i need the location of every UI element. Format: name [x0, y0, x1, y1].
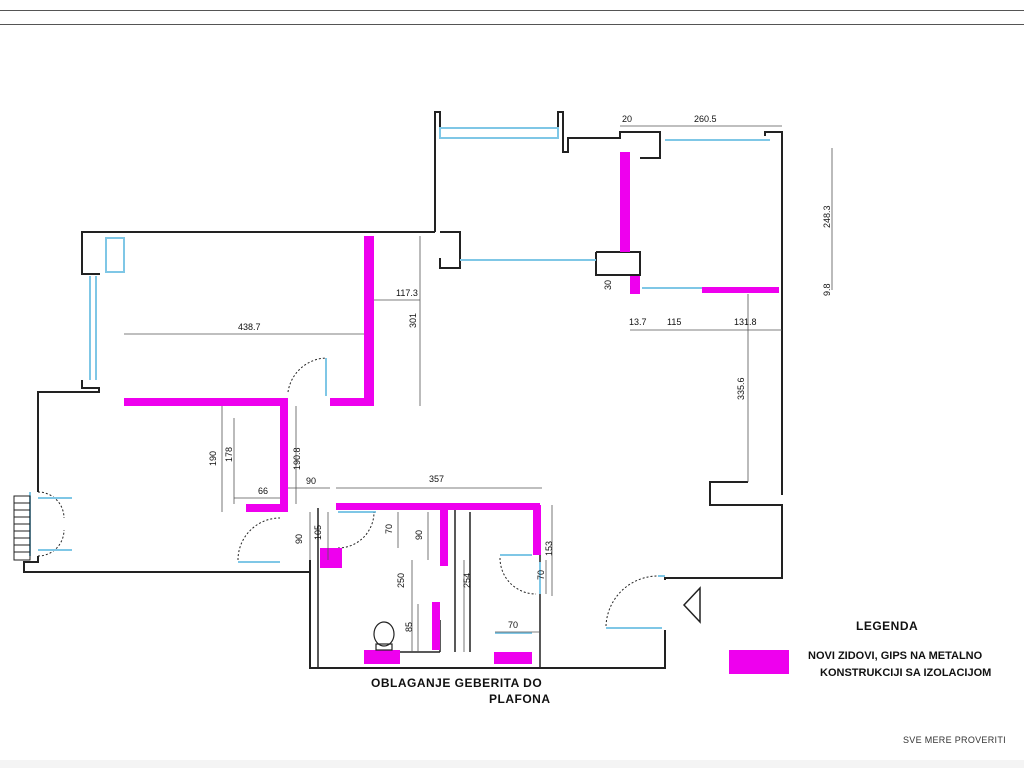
new-wall-11 [533, 505, 541, 555]
annotation-line-1: OBLAGANJE GEBERITA DO [371, 676, 543, 690]
new-wall-14 [364, 650, 400, 664]
door-swings [37, 357, 659, 627]
dim-105: 105 [313, 525, 323, 540]
top-frame-line [0, 10, 1024, 11]
wall-kitchen-block [595, 251, 641, 276]
dim-178: 178 [224, 447, 234, 462]
new-wall-10 [440, 510, 448, 566]
legend-line-2: KONSTRUKCIJI SA IZOLACIJOM [820, 667, 992, 679]
new-wall-12 [320, 548, 342, 568]
entrance-arrow-icon [682, 586, 701, 624]
windows [29, 127, 770, 634]
dim-131-8: 131.8 [734, 317, 757, 327]
dim-30: 30 [603, 280, 613, 290]
dim-438-7: 438.7 [238, 322, 261, 332]
dimension-lines [124, 125, 833, 652]
dim-70-c: 70 [508, 620, 518, 630]
dim-248-3: 248.3 [822, 205, 832, 228]
dim-90-b: 90 [294, 534, 304, 544]
dim-250: 250 [396, 573, 406, 588]
legend-title: LEGENDA [856, 619, 919, 633]
new-wall-5 [330, 398, 374, 406]
dim-335-6: 335.6 [736, 377, 746, 400]
dim-13-7: 13.7 [629, 317, 647, 327]
dim-9-8: 9.8 [822, 283, 832, 296]
wall-right-balcony [764, 131, 783, 495]
wall-upper-left [81, 231, 435, 275]
new-walls [124, 152, 779, 664]
dim-66: 66 [258, 486, 268, 496]
wall-upper-middle [434, 111, 661, 232]
dim-153: 153 [544, 541, 554, 556]
dim-357: 357 [429, 474, 444, 484]
footnote: SVE MERE PROVERITI [903, 735, 1006, 745]
new-wall-7 [280, 406, 288, 512]
dim-117-3: 117.3 [396, 288, 418, 298]
dim-90-c: 90 [414, 530, 424, 540]
new-wall-3 [702, 287, 779, 293]
radiator-icon [13, 495, 31, 561]
new-wall-4 [364, 236, 374, 406]
door-leaves [38, 358, 665, 594]
dim-20: 20 [622, 114, 632, 124]
new-wall-2 [630, 276, 640, 294]
legend-swatch-new-walls [729, 650, 789, 674]
dim-254: 254 [462, 573, 472, 588]
dim-115: 115 [667, 317, 681, 327]
dim-85: 85 [404, 622, 414, 632]
dim-190-8: 190.8 [292, 447, 302, 470]
new-wall-8 [246, 504, 286, 512]
wall-left-lower [23, 556, 666, 669]
dim-90-a: 90 [306, 476, 316, 486]
top-frame-line-2 [0, 24, 1024, 25]
dim-70-a: 70 [384, 524, 394, 534]
window-left-top [105, 237, 125, 273]
wall-right-lower [664, 481, 783, 580]
annotation-line-2: PLAFONA [489, 692, 551, 706]
wall-left-upper [37, 380, 100, 492]
dimension-labels: 20 260.5 248.3 9.8 117.3 438.7 301 30 13… [208, 114, 832, 632]
dim-260-5: 260.5 [694, 114, 717, 124]
existing-walls [23, 111, 783, 669]
legend-line-1: NOVI ZIDOVI, GIPS NA METALNO [808, 650, 983, 662]
new-wall-13 [432, 602, 440, 650]
toilet-icon [373, 621, 395, 651]
dim-70-b: 70 [536, 570, 546, 580]
dim-190: 190 [208, 451, 218, 466]
new-wall-9 [336, 503, 540, 510]
new-wall-6 [124, 398, 288, 406]
wall-corridor-stub [439, 231, 461, 269]
new-wall-1 [620, 152, 630, 252]
dim-301: 301 [408, 313, 418, 328]
bottom-strip [0, 760, 1024, 768]
new-wall-15 [494, 652, 532, 664]
window-balcony-top [439, 127, 559, 139]
